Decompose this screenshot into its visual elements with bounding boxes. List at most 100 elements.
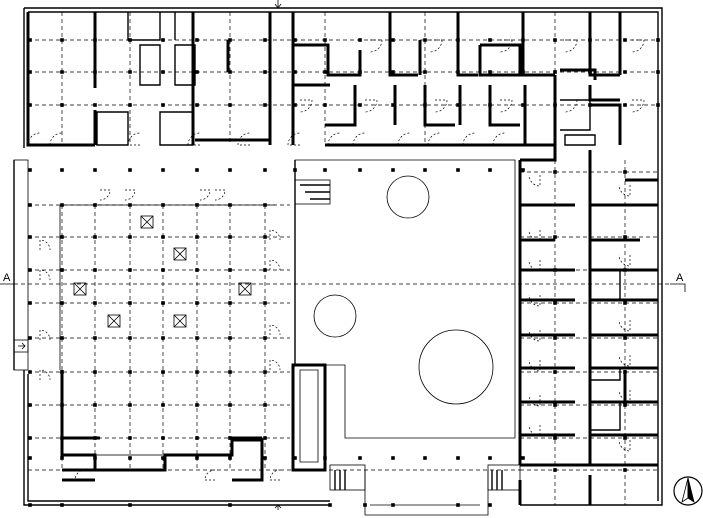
column	[328, 503, 332, 507]
column	[161, 301, 165, 305]
column	[195, 456, 199, 460]
structural-grid	[28, 12, 658, 505]
door-swing	[287, 132, 301, 146]
column	[423, 168, 427, 172]
column	[456, 503, 460, 507]
door-swings	[27, 39, 645, 481]
column	[323, 38, 327, 42]
column	[521, 103, 525, 107]
column	[553, 301, 557, 305]
column	[60, 38, 64, 42]
door-swing	[39, 369, 51, 381]
column	[391, 456, 395, 460]
column	[358, 168, 362, 172]
column	[623, 403, 627, 407]
section-label-left: A	[3, 272, 11, 284]
column	[488, 103, 492, 107]
door-swing	[499, 39, 513, 53]
column	[228, 103, 232, 107]
column	[128, 503, 132, 507]
column	[195, 301, 199, 305]
column	[293, 38, 297, 42]
column	[553, 170, 557, 174]
column	[263, 301, 267, 305]
column	[423, 70, 427, 74]
column	[521, 38, 525, 42]
column	[323, 456, 327, 460]
column	[60, 336, 64, 340]
column	[553, 38, 557, 42]
column	[228, 168, 232, 172]
column	[28, 235, 32, 239]
column	[93, 168, 97, 172]
column	[456, 70, 460, 74]
door-swing	[397, 132, 411, 146]
column	[128, 203, 132, 207]
column	[93, 70, 97, 74]
column	[161, 336, 165, 340]
door-swing	[27, 132, 41, 146]
column	[263, 38, 267, 42]
column	[228, 503, 232, 507]
door-swing	[299, 99, 313, 113]
door-swing	[127, 132, 141, 146]
column	[128, 70, 132, 74]
column	[93, 403, 97, 407]
column	[553, 403, 557, 407]
column	[553, 336, 557, 340]
hall-pillar	[73, 282, 87, 296]
door-swing	[187, 132, 201, 146]
column	[93, 436, 97, 440]
column	[456, 168, 460, 172]
section-marker-right: A	[670, 272, 686, 292]
column	[391, 38, 395, 42]
column	[228, 301, 232, 305]
hall-pillar	[173, 314, 187, 328]
column	[588, 38, 592, 42]
column	[521, 70, 525, 74]
column	[391, 103, 395, 107]
column	[195, 235, 199, 239]
hall-pillar	[107, 314, 121, 328]
column	[228, 403, 232, 407]
door-swing	[364, 99, 378, 113]
column	[93, 268, 97, 272]
column	[228, 268, 232, 272]
door-swing	[618, 184, 631, 197]
column	[293, 70, 297, 74]
column	[623, 468, 627, 472]
column	[423, 103, 427, 107]
column	[521, 456, 525, 460]
column	[28, 503, 32, 507]
column	[128, 403, 132, 407]
entry-arrow-icon	[13, 339, 29, 353]
column	[263, 436, 267, 440]
column	[161, 168, 165, 172]
column	[263, 103, 267, 107]
column	[60, 403, 64, 407]
door-swing	[528, 174, 541, 187]
column	[488, 503, 492, 507]
column	[161, 103, 165, 107]
column	[228, 336, 232, 340]
door-swing	[204, 469, 216, 481]
column	[323, 168, 327, 172]
door-swing	[124, 189, 136, 201]
hall-pillar	[140, 215, 154, 229]
column	[623, 235, 627, 239]
column	[60, 70, 64, 74]
column	[60, 456, 64, 460]
column	[161, 436, 165, 440]
door-swing	[49, 132, 63, 146]
column	[93, 38, 97, 42]
structural-columns	[28, 38, 660, 507]
column	[60, 268, 64, 272]
column	[656, 70, 660, 74]
column	[263, 370, 267, 374]
column	[161, 203, 165, 207]
column	[28, 203, 32, 207]
column	[588, 103, 592, 107]
column	[161, 38, 165, 42]
column	[28, 436, 32, 440]
column	[456, 456, 460, 460]
